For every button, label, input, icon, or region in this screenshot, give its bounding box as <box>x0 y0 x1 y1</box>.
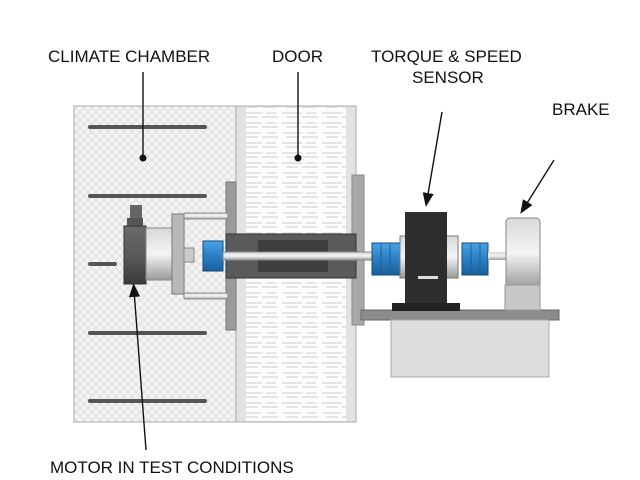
torque-speed-sensor <box>392 212 460 311</box>
brake-arrow <box>520 159 555 214</box>
motor-arrow <box>128 283 147 451</box>
coupling-motor <box>202 240 224 272</box>
label-door: DOOR <box>272 47 323 66</box>
label-brake: BRAKE <box>552 100 610 119</box>
label-climate-chamber: CLIMATE CHAMBER <box>48 47 211 66</box>
brake <box>504 217 541 311</box>
label-motor: MOTOR IN TEST CONDITIONS <box>50 458 294 477</box>
motor <box>123 205 195 295</box>
label-torque-sensor-line2: SENSOR <box>412 68 484 87</box>
heating-bars <box>88 125 207 403</box>
coupling-brake <box>461 242 489 276</box>
label-torque-sensor-line1: TORQUE & SPEED <box>371 47 522 66</box>
shaft <box>222 251 374 261</box>
sensor-arrow <box>422 111 443 207</box>
coupling-sensor-left <box>371 242 401 276</box>
base-plate <box>360 309 560 321</box>
base-block <box>390 319 550 378</box>
